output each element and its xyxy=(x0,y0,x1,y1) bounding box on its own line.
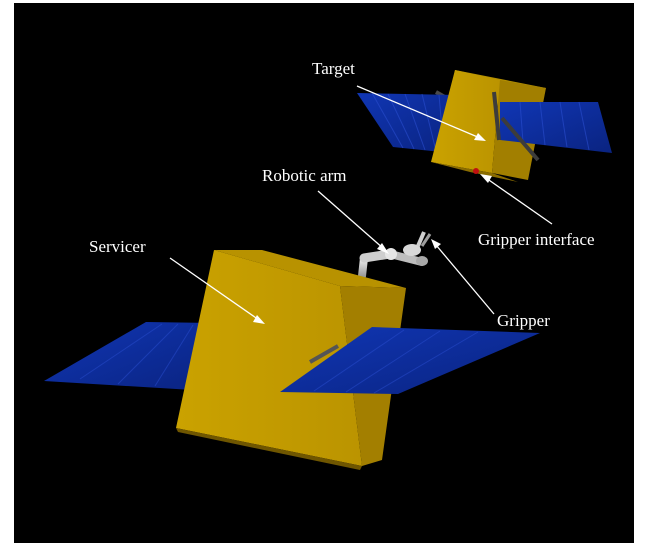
servicer-panel-right-grid xyxy=(313,329,479,394)
annotation-arrows xyxy=(169,85,553,324)
target-boom-rod-lower xyxy=(500,116,540,162)
servicer-bus-front xyxy=(176,250,362,466)
gripper-finger-1 xyxy=(416,231,426,247)
target-solar-panel-right xyxy=(500,102,612,153)
target-satellite xyxy=(357,70,612,182)
robotic-arm-arrow xyxy=(317,190,389,254)
servicer-solar-panel-right xyxy=(280,327,540,394)
gripper-interface-marker xyxy=(473,168,479,174)
target-panel-right-grid xyxy=(519,101,590,151)
servicer-bus-bottom-shade xyxy=(176,428,362,470)
arm-wrist-roll xyxy=(416,256,428,266)
servicer-solar-panel-left xyxy=(44,322,214,391)
gripper-arrow xyxy=(431,239,495,315)
label-gripper: Gripper xyxy=(497,311,550,330)
gripper xyxy=(416,231,432,247)
robotic-arm xyxy=(358,244,428,280)
label-target: Target xyxy=(312,59,355,78)
target-arrow xyxy=(356,85,486,141)
arm-elbow-joint xyxy=(385,248,397,260)
servicer-arrow xyxy=(169,257,265,324)
arm-wrist-joint xyxy=(403,244,421,256)
servicer-boom-rod xyxy=(309,344,339,364)
servicer-panel-left-grid xyxy=(79,323,194,387)
label-robotic-arm: Robotic arm xyxy=(262,166,347,185)
target-boom-rod-upper xyxy=(492,91,501,141)
gripper-finger-2 xyxy=(420,233,432,247)
servicer-satellite xyxy=(44,250,540,470)
label-gripper-interface: Gripper interface xyxy=(478,230,595,249)
gripper-interface-arrow xyxy=(480,174,553,225)
target-solar-panel-left xyxy=(357,93,456,153)
target-bus-front xyxy=(431,70,500,173)
servicer-bus-top xyxy=(214,250,406,288)
label-servicer: Servicer xyxy=(89,237,146,256)
